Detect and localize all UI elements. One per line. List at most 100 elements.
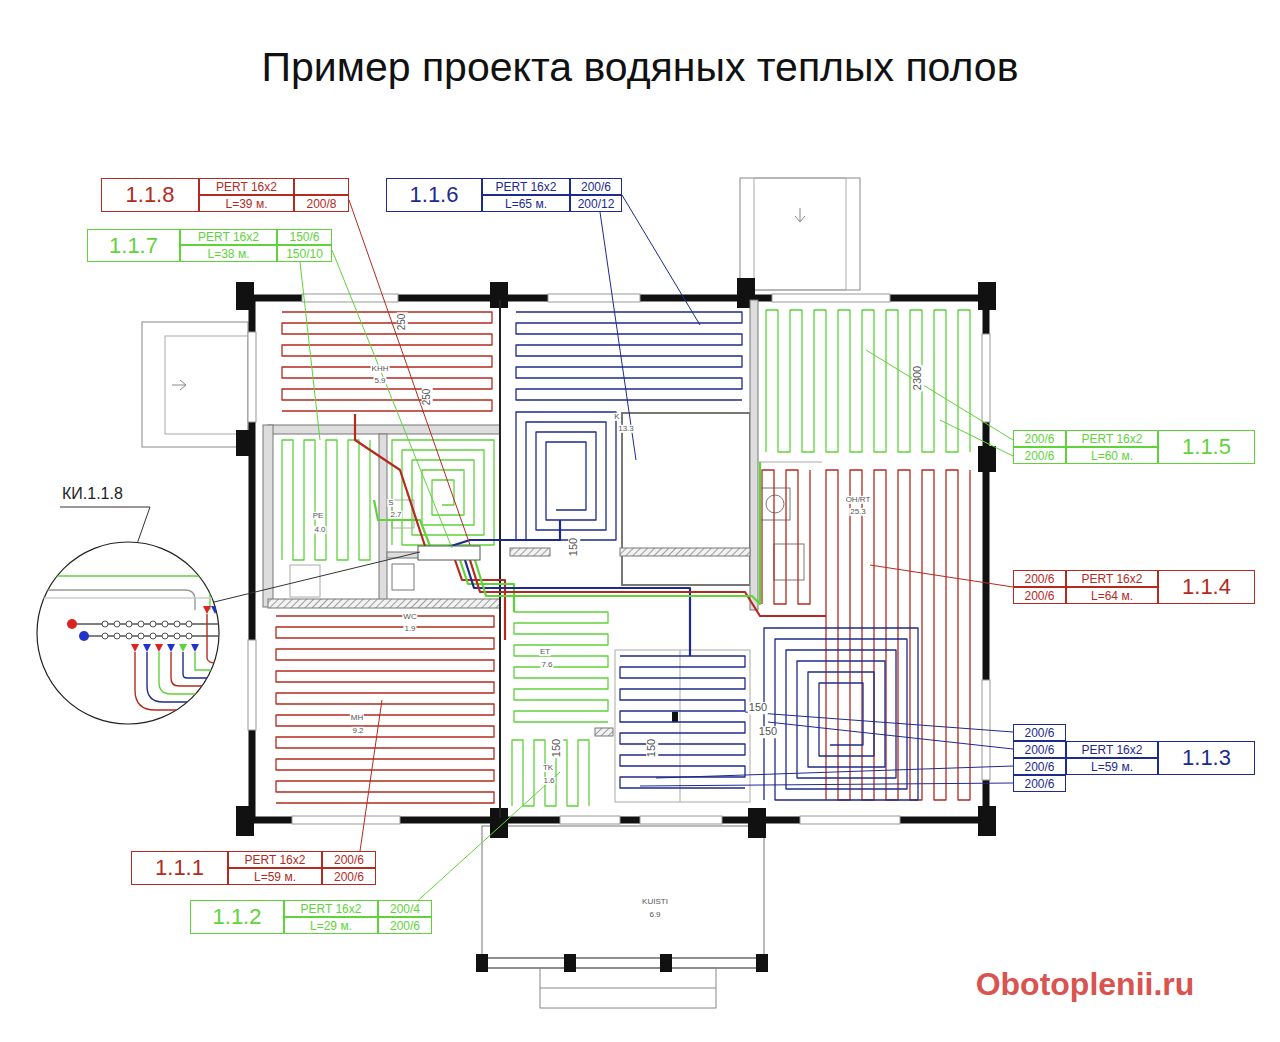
circuit-spec: PERT 16x2 <box>216 181 277 193</box>
heating-loop <box>764 628 918 800</box>
inner-walls <box>263 300 822 818</box>
heating-loop <box>516 312 742 400</box>
table-cell: 200/6 <box>1013 430 1066 447</box>
circuit-spec: 200/6 <box>1024 450 1054 462</box>
zoom-circle <box>37 542 219 724</box>
window <box>248 640 256 730</box>
room-area: 13.3 <box>617 425 635 433</box>
table-cell: PERT 16x2 <box>284 900 378 917</box>
table-cell: L=38 м. <box>180 245 277 262</box>
porch-kuisti <box>482 826 764 960</box>
leader-line <box>210 552 420 603</box>
table-cell: 1.1.1 <box>131 851 228 885</box>
leader-line <box>600 212 636 460</box>
pipe <box>35 590 195 610</box>
wall <box>620 548 750 556</box>
table-cell: 200/6 <box>378 917 432 934</box>
room-name: PE <box>312 512 325 520</box>
circuit-number: 1.1.3 <box>1182 747 1231 769</box>
porch-steps <box>540 968 716 1008</box>
door <box>248 332 256 422</box>
flow-arrows <box>131 606 219 652</box>
circuit-table: 1.1.8PERT 16x2L=39 м.200/8 <box>101 178 349 212</box>
manifold-bar <box>72 623 225 624</box>
room-name: OH/RT <box>845 496 872 504</box>
manifold <box>418 546 480 560</box>
table-cell: L=29 м. <box>284 917 378 934</box>
dimension: 150 <box>551 738 563 758</box>
circuit-spec: L=65 м. <box>505 198 547 210</box>
window <box>640 816 722 824</box>
manifold-detail <box>35 576 225 710</box>
heating-loop <box>762 470 810 604</box>
window <box>982 334 990 422</box>
table-cell: L=39 м. <box>199 195 294 212</box>
circuit-table: 1.1.7PERT 16x2150/6L=38 м.150/10 <box>87 229 332 262</box>
table-cell: 1.1.4 <box>1158 570 1255 604</box>
post <box>660 954 672 972</box>
window <box>800 816 900 824</box>
circuit-spec: PERT 16x2 <box>1082 744 1143 756</box>
circuit-table: 1.1.2PERT 16x2200/4L=29 м.200/6 <box>190 900 432 934</box>
table-cell: 200/6 <box>1013 775 1066 792</box>
dimension: 150 <box>646 738 658 758</box>
circuit-number: 1.1.2 <box>213 906 262 928</box>
circuit-table: 1.1.6PERT 16x2200/6L=65 м.200/12 <box>386 178 622 212</box>
circuit-spec: L=64 м. <box>1091 590 1133 602</box>
wall <box>750 300 758 610</box>
heating-loop <box>620 656 745 788</box>
circuit-spec: 200/6 <box>390 920 420 932</box>
table-cell: 200/6 <box>570 178 622 195</box>
leader-line <box>768 722 1013 749</box>
table-cell: 1.1.3 <box>1158 741 1255 775</box>
return-dot <box>79 631 89 641</box>
window <box>548 294 640 302</box>
leader-line <box>866 350 1013 440</box>
circuit-spec: 200/6 <box>1024 761 1054 773</box>
dimension: 150 <box>568 537 580 557</box>
room-area: 6.9 <box>648 911 661 919</box>
table-cell: 1.1.7 <box>87 229 180 262</box>
table-cell: 200/6 <box>1013 758 1066 775</box>
post <box>672 712 678 722</box>
fireplace-block <box>622 413 750 585</box>
leader-line <box>360 700 382 851</box>
table-cell: PERT 16x2 <box>180 229 277 245</box>
room-name: WC <box>402 613 417 621</box>
circuit-table: 200/6PERT 16x21.1.4200/6L=64 м. <box>1013 570 1255 604</box>
left-porch-step <box>165 336 248 434</box>
supply-pipe <box>470 560 826 616</box>
room-area: 1.9 <box>403 625 416 633</box>
table-cell: 150/10 <box>277 245 332 262</box>
circuit-spec: 150/10 <box>286 248 323 260</box>
room-area: 25.3 <box>849 508 867 516</box>
post <box>476 954 488 972</box>
circuit-spec: PERT 16x2 <box>301 903 362 915</box>
post <box>236 806 254 836</box>
heating-loop <box>282 440 370 560</box>
circuit-spec: L=39 м. <box>226 198 268 210</box>
table-cell: PERT 16x2 <box>1066 430 1158 447</box>
top-porch <box>740 178 860 290</box>
dimension: 250 <box>422 388 433 407</box>
room-area: 5.9 <box>373 377 386 385</box>
table-cell: 1.1.5 <box>1158 430 1255 464</box>
table-cell: PERT 16x2 <box>199 178 294 195</box>
table-cell: L=59 м. <box>1066 758 1158 775</box>
heating-loops <box>276 310 970 806</box>
circuit-spec: 200/6 <box>334 871 364 883</box>
leader-line <box>745 712 1013 732</box>
heating-loop <box>826 470 970 800</box>
supply-pipe <box>455 560 505 640</box>
circuit-spec: 200/12 <box>578 198 615 210</box>
post <box>236 430 254 456</box>
dimension: 150 <box>758 726 778 738</box>
room-area: 2.7 <box>389 511 402 519</box>
table-cell: 200/6 <box>322 868 376 885</box>
room-name: S <box>387 499 394 507</box>
circuit-spec: 200/6 <box>1024 744 1054 756</box>
post <box>756 954 768 972</box>
wall <box>595 728 613 736</box>
